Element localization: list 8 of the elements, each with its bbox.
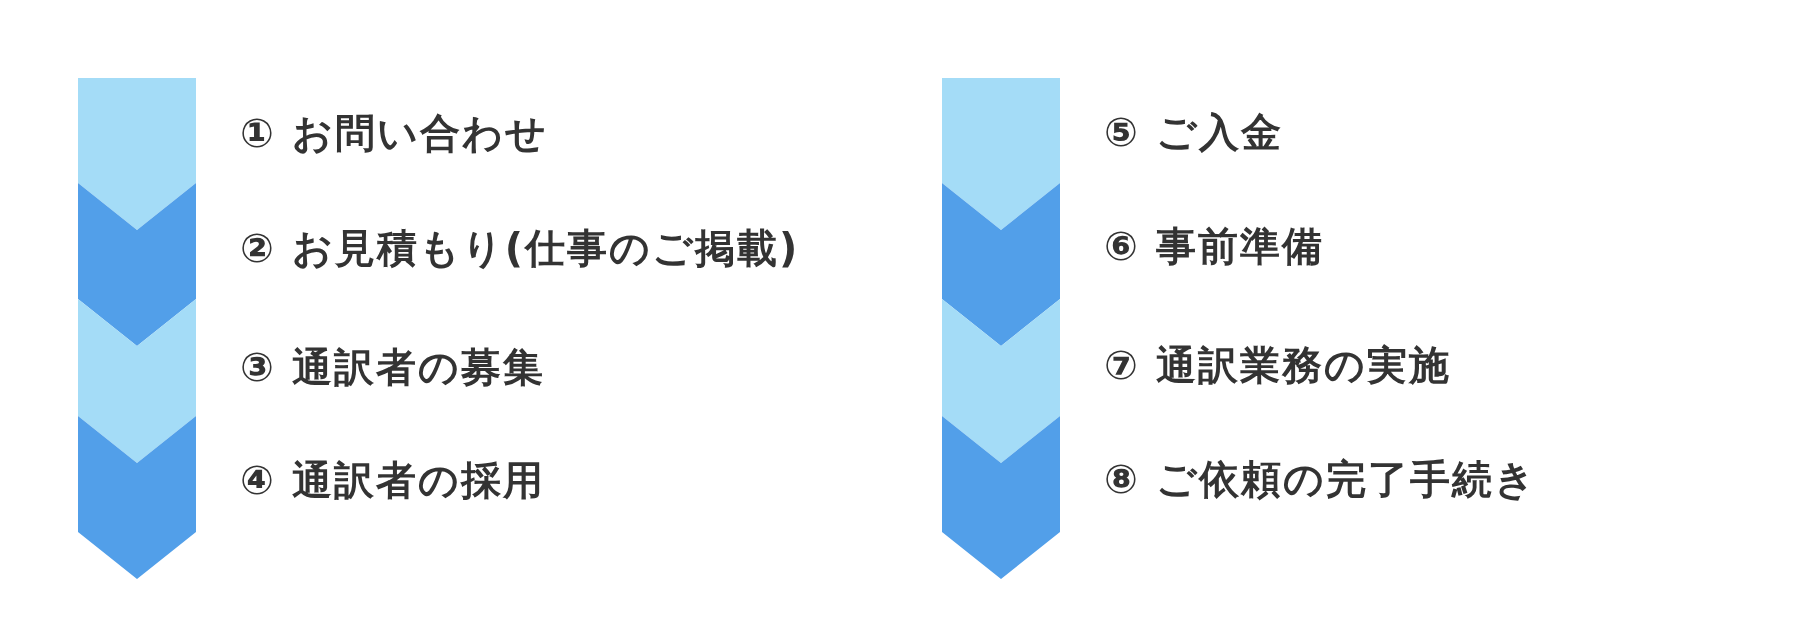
step-label: ③ 通訳者の募集 [240,347,545,387]
step-label: ④ 通訳者の採用 [240,460,545,500]
step-label: ⑦ 通訳業務の実施 [1104,345,1451,385]
step-label: ⑥ 事前準備 [1104,226,1324,266]
step-label: ⑤ ご入金 [1104,112,1283,152]
step-label: ② お見積もり(仕事のご掲載) [240,228,800,268]
step-label: ⑧ ご依頼の完了手続き [1104,459,1537,499]
step-label: ① お問い合わせ [240,113,548,153]
